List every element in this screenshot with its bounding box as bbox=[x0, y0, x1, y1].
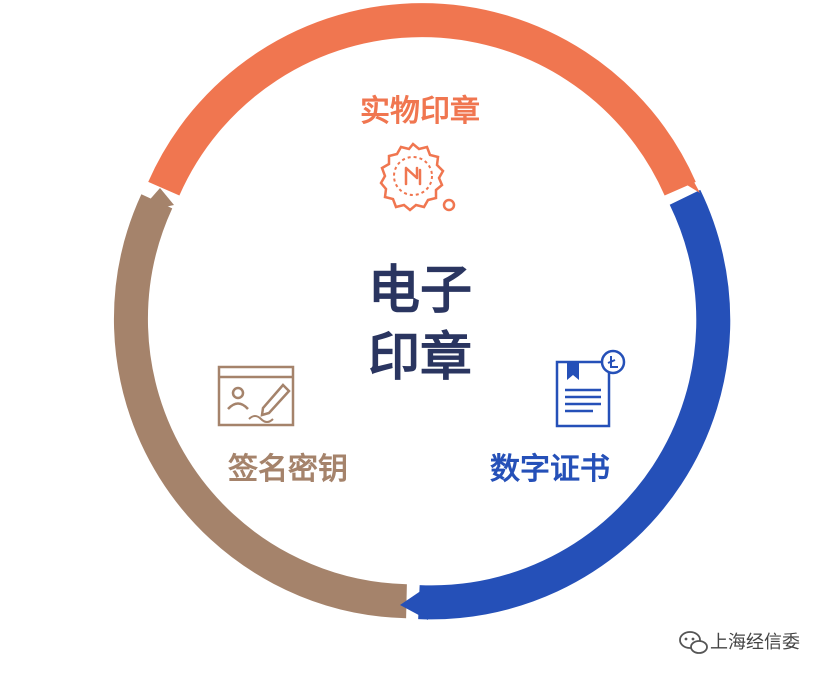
arc-digital-certificate bbox=[418, 189, 731, 620]
seal-stamp-icon bbox=[379, 142, 456, 212]
arrow-tip-physical bbox=[669, 174, 700, 193]
watermark-text: 上海经信委 bbox=[710, 632, 800, 653]
arrow-tip-key bbox=[138, 188, 174, 213]
pen-signature-icon bbox=[217, 365, 295, 427]
arc-physical-seal bbox=[148, 3, 696, 196]
label-physical-seal: 实物印章 bbox=[360, 94, 480, 129]
center-title-line2: 印章 bbox=[368, 328, 472, 388]
arrow-tip-cert bbox=[400, 586, 428, 620]
certificate-document-icon bbox=[555, 349, 626, 428]
arc-signature-key bbox=[113, 194, 407, 619]
watermark: 上海经信委 bbox=[679, 631, 800, 654]
ring bbox=[113, 3, 731, 620]
label-digital-certificate: 数字证书 bbox=[490, 452, 610, 487]
ring-arrows bbox=[138, 174, 700, 620]
wechat-icon bbox=[679, 631, 708, 654]
label-signature-key: 签名密钥 bbox=[228, 452, 348, 487]
center-title-line1: 电子 bbox=[368, 261, 472, 321]
